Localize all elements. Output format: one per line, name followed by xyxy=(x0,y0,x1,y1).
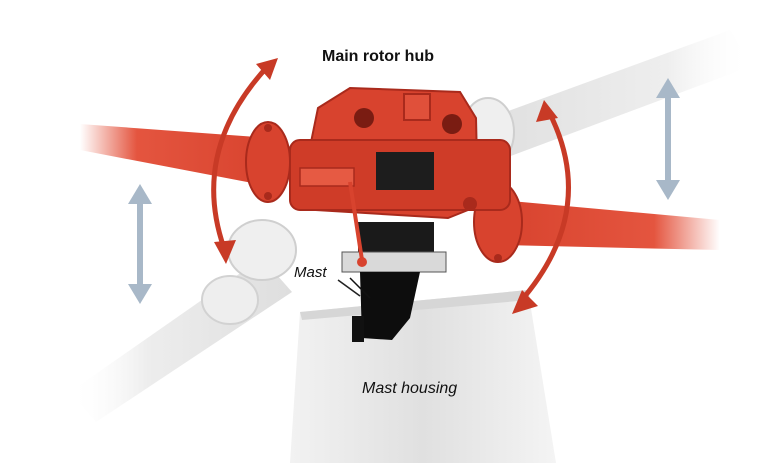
mast-label: Mast xyxy=(294,264,327,281)
mast xyxy=(341,222,447,342)
flap-arrow-icon xyxy=(128,184,152,304)
lead-lag-arrow-icon xyxy=(512,100,571,314)
white-blade-lower-left xyxy=(70,219,297,422)
mast-leader-line xyxy=(337,279,361,297)
red-blade-left xyxy=(80,121,291,203)
main-rotor-hub-title: Main rotor hub xyxy=(322,48,434,65)
flap-arrow-icon xyxy=(656,78,680,200)
mast-housing-label: Mast housing xyxy=(362,380,458,397)
mast-housing xyxy=(290,290,556,463)
lead-lag-arrow-icon xyxy=(211,58,278,264)
rotor-hub-body xyxy=(289,86,511,267)
